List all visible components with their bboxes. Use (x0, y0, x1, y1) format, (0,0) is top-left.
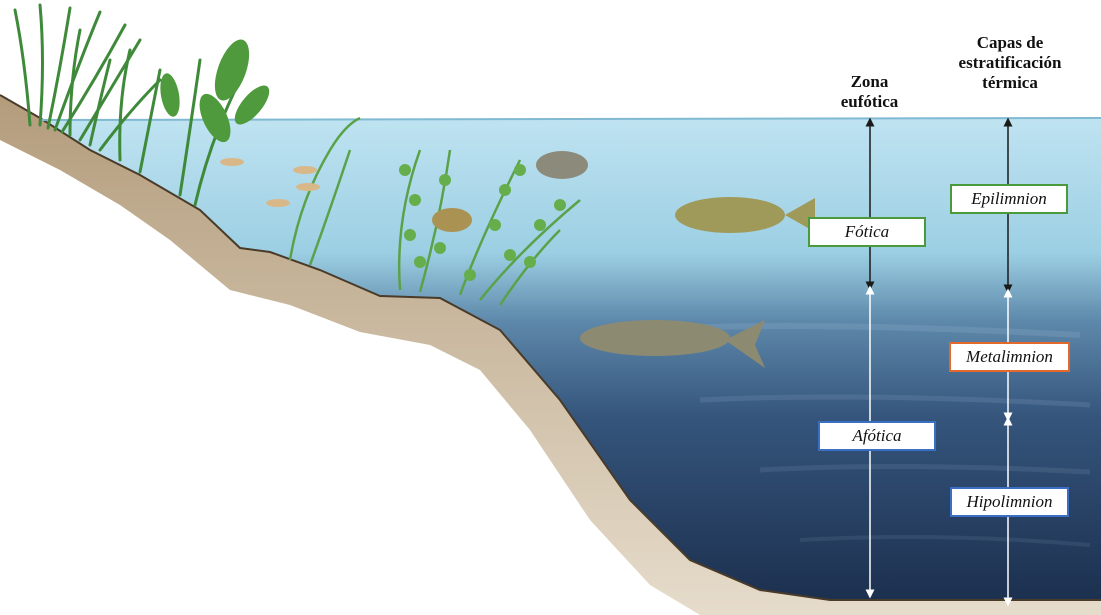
fotica-label: Fótica (808, 217, 926, 247)
epilimnion-label: Epilimnion (950, 184, 1068, 214)
hipolimnion-label: Hipolimnion (950, 487, 1069, 517)
metalimnion-label: Metalimnion (949, 342, 1070, 372)
thermal-layers-heading: Capas de estratificación térmica (940, 33, 1080, 93)
afotica-label: Afótica (818, 421, 936, 451)
euphotic-zone-heading: Zona eufótica (822, 72, 917, 112)
